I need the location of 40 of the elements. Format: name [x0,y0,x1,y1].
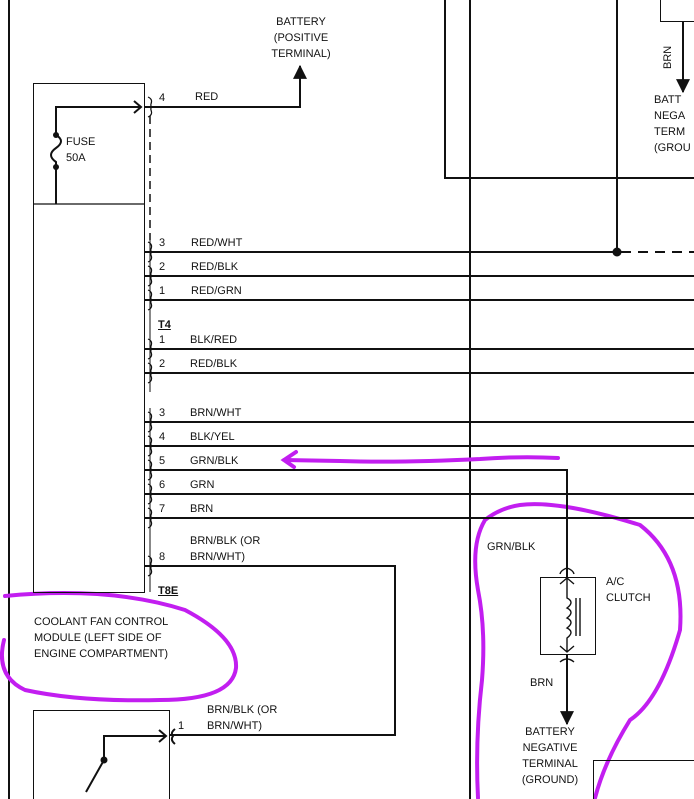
wire-label: 2 [159,357,166,372]
wire-color-label: BRN [662,44,674,70]
wire-label: 3 [159,406,166,421]
wire [145,372,694,374]
wire-label: 2 [159,260,166,275]
wire-label: 4 [159,91,166,106]
wire-label: BRN/BLK (OR BRN/WHT) [207,703,278,734]
component-label: A/C CLUTCH [606,575,652,606]
wire-label: 6 [159,478,166,493]
wire [145,469,568,577]
wire-label: 8 [159,550,166,565]
wire [145,517,694,519]
wire-label: 1 [178,719,184,734]
wire [145,421,694,423]
wire [145,275,694,277]
wire-label: 4 [159,430,166,445]
wire [145,348,694,350]
wire [145,445,694,447]
wire [145,299,694,301]
terminal-label: BATTERY (POSITIVE TERMINAL) [258,14,344,64]
terminal-label: BATTERY NEGATIVE TERMINAL (GROUND) [510,724,590,792]
component-box [33,710,170,799]
wire-label: GRN/BLK [190,454,238,469]
wire-label: 1 [159,284,166,299]
arrow [560,655,574,726]
wire [145,493,694,495]
terminal-label: BATT NEGA TERM (GROU [654,92,694,160]
component-label: COOLANT FAN CONTROL MODULE (LEFT SIDE OF ENGINE COMPARTMENT) [34,615,170,662]
component-box [593,760,694,799]
connector-name: T4 [158,318,171,333]
arrow [676,22,690,94]
wire-label: 7 [159,502,166,517]
wire-label: 3 [159,236,166,251]
wire-label: FUSE 50A [66,135,96,166]
component-box [660,0,694,22]
wire-label: 5 [159,454,166,469]
arrow [145,64,307,108]
wire [145,565,396,736]
connector-name: T8E [158,584,178,599]
wire-label: 1 [159,333,166,348]
